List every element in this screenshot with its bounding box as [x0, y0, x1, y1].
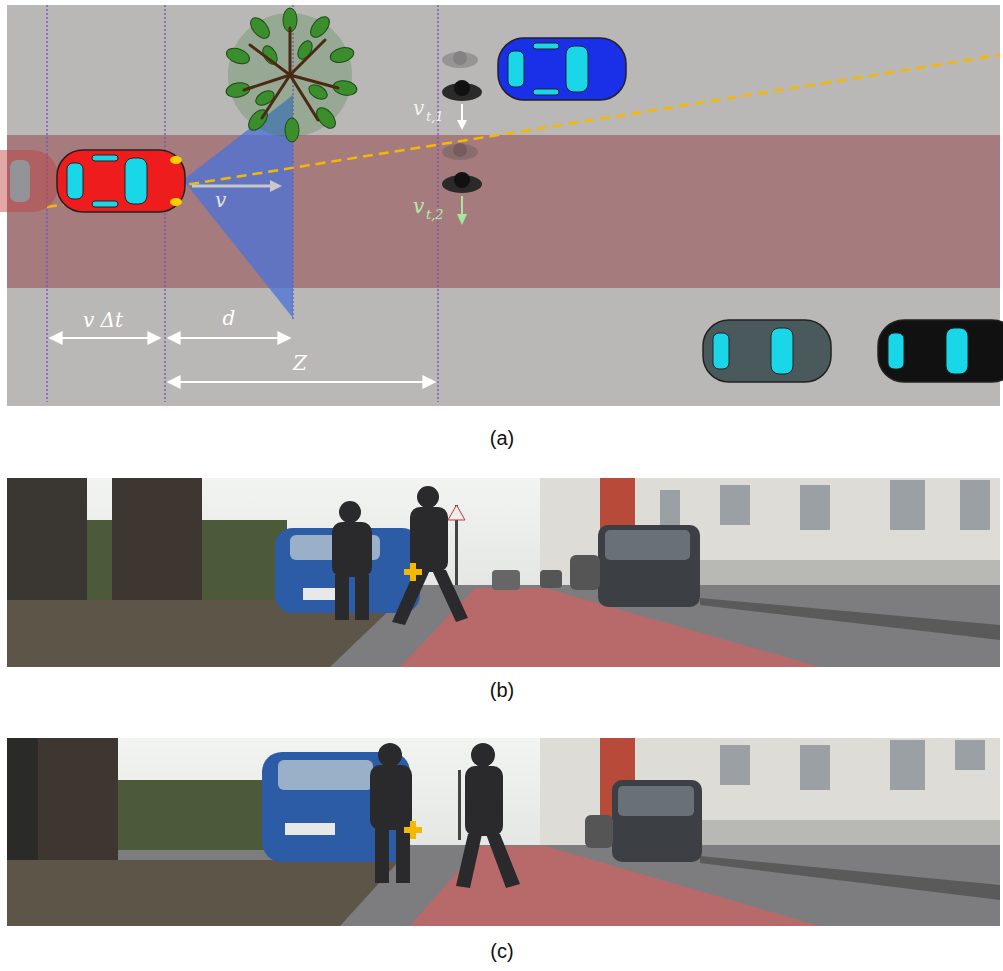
panel-label: (a) [490, 428, 514, 448]
velocity-symbol: v [413, 196, 424, 216]
dimension-label: Z [293, 353, 307, 373]
velocity-subscript: t,2 [426, 208, 444, 221]
parked-car-black [878, 320, 1003, 382]
velocity-subscript: t,1 [426, 110, 444, 123]
parked-car-blue [498, 38, 626, 100]
dimension-lines [50, 338, 435, 382]
street-photo-b [7, 478, 1000, 667]
car-previous [0, 150, 58, 212]
street-photo-c [7, 738, 1000, 926]
dimension-label: v Δt [83, 310, 123, 330]
top-view-scene [0, 5, 1003, 406]
parked-car-gray [703, 320, 831, 382]
dimension-label: d [223, 308, 236, 328]
panel-label: (c) [490, 941, 513, 961]
ego-car [57, 150, 185, 212]
velocity-symbol: v [413, 98, 424, 118]
tree-icon [224, 8, 358, 142]
pedestrian-t2 [442, 143, 482, 225]
pedestrian-t1 [442, 51, 482, 130]
velocity-symbol: v [215, 190, 226, 210]
panel-label: (b) [490, 680, 514, 700]
